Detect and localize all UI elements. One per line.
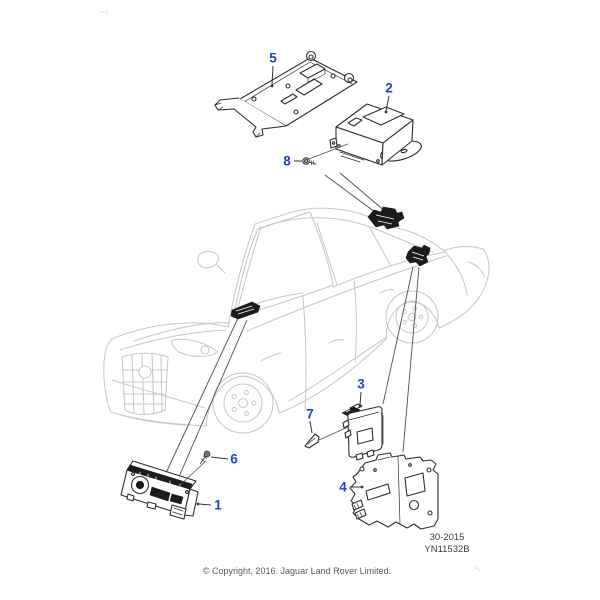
doc-date: 30-2015 [429,532,465,543]
car-outline [103,207,490,434]
grille [121,352,169,415]
screw-6 [178,450,211,487]
clip-7 [304,426,349,449]
callout-7[interactable]: 7 [306,406,314,422]
side-mirror [197,250,219,269]
screw-8 [302,143,349,166]
callout-4[interactable]: 4 [339,479,347,495]
rear-wheel [385,290,439,344]
copyright-text: © Copyright, 2016. Jaguar Land Rover Lim… [202,566,392,576]
disc-player-module-2 [329,103,422,166]
callout-3[interactable]: 3 [357,376,365,392]
control-panel-1 [120,460,199,520]
callout-8[interactable]: 8 [283,153,291,169]
leader-lines [165,172,420,480]
front-wheel [212,372,274,434]
callout-leaders [196,65,390,506]
c-pillar-antenna-module [405,244,431,267]
document-reference: 30-2015 YN11532B [406,532,488,556]
headlight [171,338,219,357]
doc-drawing-number: YN11532B [424,544,470,555]
roof-antenna-module [367,206,405,230]
mounting-bracket-4 [349,452,439,530]
windshield-base-module [230,301,261,320]
scan-artifacts [101,11,482,572]
callout-5[interactable]: 5 [269,50,277,66]
mounting-bracket-5 [214,50,358,138]
electronic-module-3 [341,403,384,461]
callout-6[interactable]: 6 [230,451,238,467]
callout-1[interactable]: 1 [214,497,222,513]
jaguar-badge [138,365,152,379]
callout-2[interactable]: 2 [385,80,393,96]
